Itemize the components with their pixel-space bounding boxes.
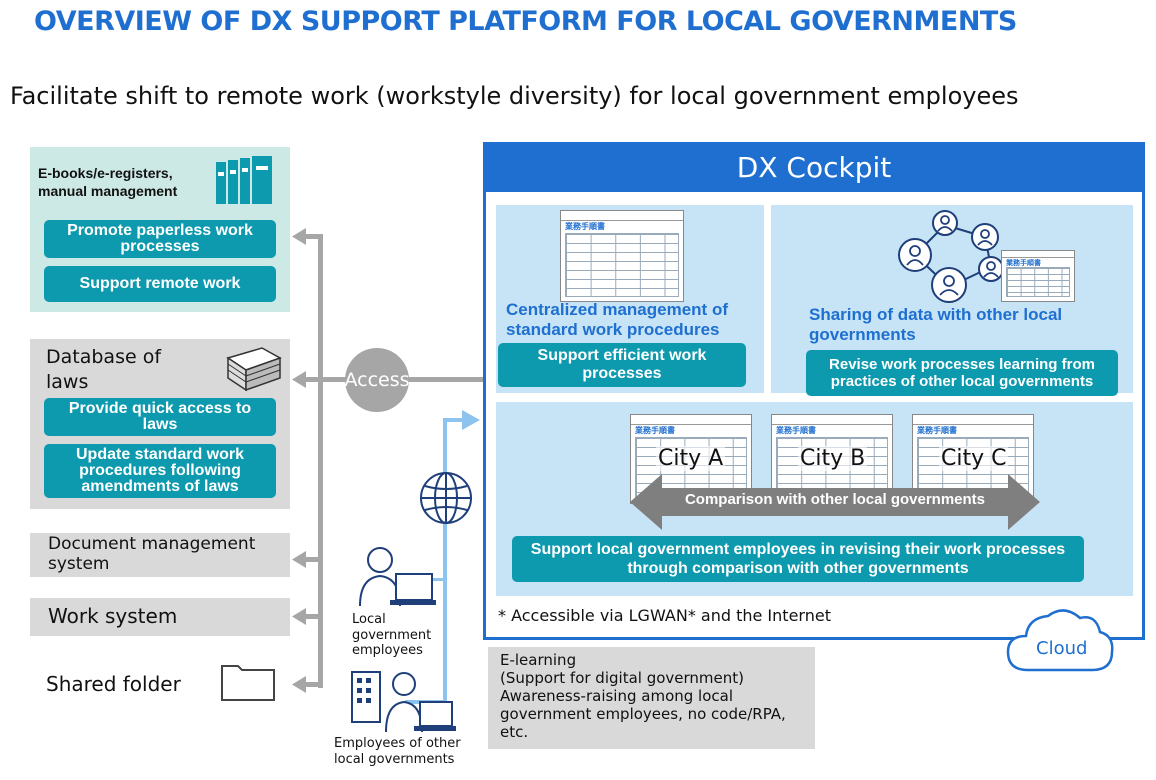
- work-system-box: Work system: [30, 598, 290, 636]
- local-employees-label: Local government employees: [352, 612, 432, 659]
- user-connector-vertical: [443, 420, 447, 703]
- sharing-panel: 業務手順書 Sharing of data with other local g…: [771, 205, 1133, 396]
- ebooks-heading-line2: manual management: [38, 182, 178, 199]
- docmgmt-line1: Document management: [48, 534, 256, 554]
- procedure-document-icon: 業務手順書: [560, 210, 684, 302]
- building-employee-icon: [351, 671, 456, 733]
- city-a-label: City A: [656, 446, 726, 471]
- revise-work-button: Revise work processes learning from prac…: [806, 350, 1118, 396]
- city-b-doc-title: 業務手順書: [776, 426, 816, 435]
- elearning-line2: (Support for digital government): [500, 669, 744, 687]
- city-a-doc-title: 業務手順書: [635, 426, 675, 435]
- book-stack-icon: [226, 347, 282, 392]
- shared-document-icon: 業務手順書: [1001, 250, 1075, 302]
- connector-arrows: [292, 228, 320, 693]
- access-circle: Access: [344, 348, 410, 412]
- page-subtitle: Facilitate shift to remote work (worksty…: [10, 82, 1019, 110]
- laws-block: Database of laws Provide quick access to…: [30, 339, 290, 509]
- city-c-label: City C: [939, 446, 1009, 471]
- globe-icon: [420, 472, 472, 524]
- accessibility-note: * Accessible via LGWAN* and the Internet: [498, 606, 831, 625]
- shared-folder-label: Shared folder: [46, 672, 181, 696]
- quick-access-laws-button: Provide quick access to laws: [44, 398, 276, 436]
- document-management-box: Document management system: [30, 533, 290, 577]
- support-revising-button: Support local government employees in re…: [512, 536, 1084, 582]
- comparison-arrow-label: Comparison with other local governments: [684, 491, 986, 508]
- vertical-connector-line: [318, 234, 323, 688]
- user-connector-horizontal: [443, 418, 465, 422]
- elearning-line1: E-learning: [500, 651, 577, 669]
- page-title: OVERVIEW OF DX SUPPORT PLATFORM FOR LOCA…: [34, 6, 1017, 37]
- network-people-icon: [898, 210, 1004, 303]
- centralized-panel: 業務手順書 Centralized management of standard…: [496, 205, 764, 393]
- employee-laptop-icon: [359, 547, 436, 607]
- shared-doc-title-text: 業務手順書: [1006, 260, 1041, 267]
- efficient-work-button: Support efficient work processes: [498, 343, 746, 387]
- access-label: Access: [344, 369, 410, 391]
- work-system-label: Work system: [48, 604, 178, 628]
- user-connector-arrowhead: [462, 410, 480, 430]
- ebooks-heading-line1: E-books/e-registers,: [38, 165, 173, 181]
- comparison-double-arrow: [630, 474, 1040, 530]
- promote-paperless-button: Promote paperless work processes: [44, 220, 276, 258]
- cloud-icon: [1006, 609, 1114, 672]
- dx-cockpit-title: DX Cockpit: [483, 142, 1145, 192]
- doc-title-text: 業務手順書: [565, 222, 605, 231]
- folder-icon: [221, 665, 275, 701]
- laws-heading-line1: Database of: [46, 346, 162, 368]
- ebooks-block: E-books/e-registers, manual management P…: [30, 147, 290, 312]
- sharing-heading: Sharing of data with other local governm…: [809, 305, 1063, 344]
- comparison-panel: 業務手順書 業務手順書 業務手順書 City A City B City C C…: [496, 402, 1133, 596]
- city-c-doc-title: 業務手順書: [917, 426, 957, 435]
- binders-icon: [216, 156, 272, 204]
- cloud-label: Cloud: [1036, 638, 1088, 659]
- docmgmt-line2: system: [48, 553, 110, 574]
- dx-cockpit-title-text: DX Cockpit: [736, 150, 892, 184]
- city-b-label: City B: [798, 446, 868, 471]
- elearning-line3: Awareness-raising among local government…: [500, 687, 786, 741]
- update-procedures-button: Update standard work procedures followin…: [44, 444, 276, 498]
- other-employees-label: Employees of other local governments: [334, 736, 461, 768]
- support-remote-work-button: Support remote work: [44, 266, 276, 302]
- laws-heading-line2: laws: [46, 370, 89, 393]
- centralized-heading: Centralized management of standard work …: [506, 300, 728, 339]
- elearning-box: E-learning (Support for digital governme…: [488, 647, 815, 749]
